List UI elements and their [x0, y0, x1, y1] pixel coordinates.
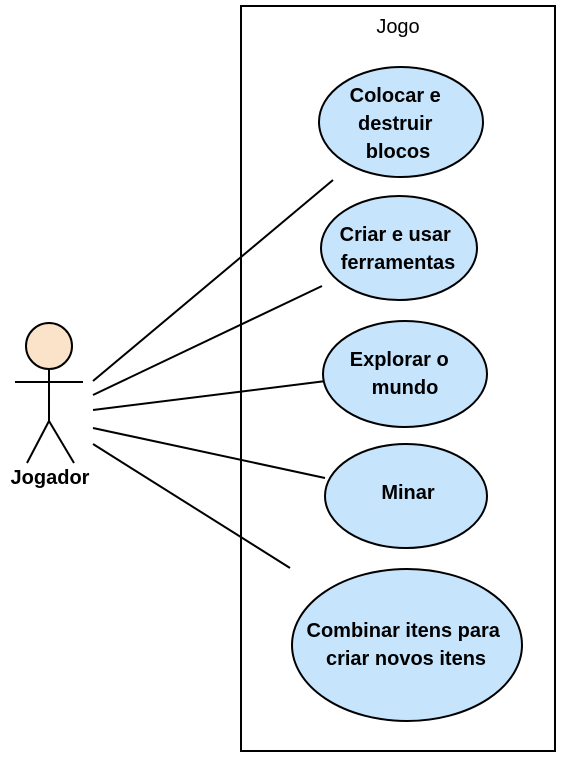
- association-line: [92, 285, 323, 396]
- use-case-label-line: destruir: [358, 113, 433, 135]
- actor-jogador: [15, 322, 83, 464]
- use-case-ellipse: [291, 568, 523, 722]
- system-title: Jogo: [376, 16, 419, 38]
- use-case-criar-usar-ferramentas: Criar e usar ferramentas: [320, 195, 478, 301]
- use-case-label: Minar: [381, 482, 435, 504]
- use-case-label-line: ferramentas: [341, 252, 456, 274]
- use-case-ellipse: [324, 443, 488, 549]
- use-case-label: Colocar e destruir blocos: [350, 85, 447, 163]
- use-case-label-line: Colocar e: [350, 85, 441, 107]
- actor-right-leg: [48, 420, 75, 464]
- use-case-label-line: Explorar o: [350, 349, 449, 371]
- association-line: [92, 179, 334, 382]
- association-line: [92, 443, 291, 569]
- use-case-label-line: Criar e usar: [340, 224, 451, 246]
- use-case-label-line: Combinar itens para: [307, 620, 501, 642]
- use-case-label: Criar e usar ferramentas: [340, 224, 457, 274]
- actor-left-leg: [26, 420, 50, 464]
- use-case-label-line: blocos: [366, 141, 430, 163]
- associations: [92, 179, 334, 569]
- actor-name: Jogador: [11, 467, 90, 489]
- association-line: [92, 427, 326, 479]
- association-line: [92, 380, 327, 411]
- use-case-colocar-destruir-blocos: Colocar e destruir blocos: [318, 66, 484, 178]
- actor-head: [25, 322, 73, 370]
- use-case-label-line: criar novos itens: [326, 648, 486, 670]
- use-case-label: Combinar itens para criar novos itens: [307, 620, 506, 670]
- use-case-ellipse: [318, 66, 484, 178]
- use-case-ellipse: [322, 320, 488, 428]
- use-case-label-line: mundo: [372, 377, 439, 399]
- use-case-combinar-itens: Combinar itens para criar novos itens: [291, 568, 523, 722]
- use-case-minar: Minar: [324, 443, 488, 549]
- use-case-explorar-mundo: Explorar o mundo: [322, 320, 488, 428]
- use-case-label: Explorar o mundo: [350, 349, 454, 399]
- use-case-ellipse: [320, 195, 478, 301]
